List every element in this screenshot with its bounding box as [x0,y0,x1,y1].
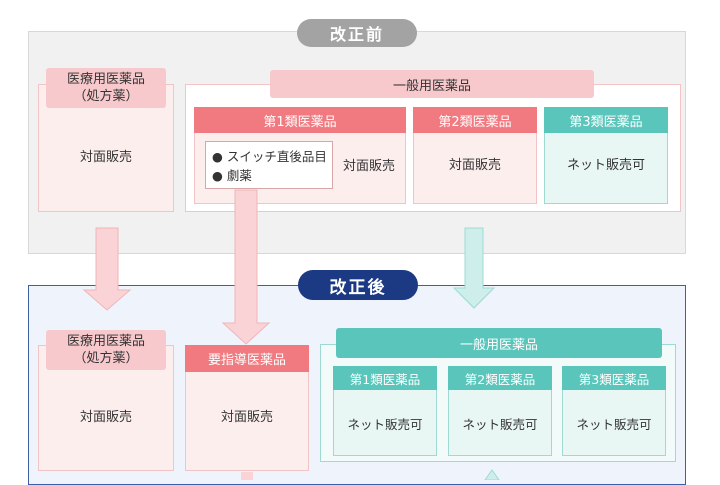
before-class1-sales: 対面販売 [342,158,395,174]
before-rx-sales: 対面販売 [79,149,132,165]
before-class2-sales: 対面販売 [448,157,501,173]
after-class2-sales: ネット販売可 [462,416,538,432]
before-class1-note: ● スイッチ直後品目 ● 劇薬 [205,141,333,189]
before-class2-title: 第2類医薬品 [413,107,537,133]
after-guidance-title: 要指導医薬品 [185,345,309,372]
before-rx-title: 医療用医薬品 （処方薬） [46,68,166,108]
before-rx-title-line2: （処方薬） [73,89,139,104]
after-class1-sales: ネット販売可 [347,416,423,432]
after-label: 改正後 [298,270,418,300]
after-class1-title: 第1類医薬品 [333,366,437,390]
after-guidance-sales: 対面販売 [220,409,273,425]
note-item: ● 劇薬 [212,168,252,183]
before-label: 改正前 [297,19,417,47]
arrow-class1-to-guidance [221,189,271,345]
before-general-title: 一般用医薬品 [270,70,594,98]
before-class3-sales: ネット販売可 [566,157,645,173]
note-item: ● スイッチ直後品目 [212,149,327,164]
after-rx-sales: 対面販売 [79,409,132,425]
arrow-general [452,227,496,309]
before-class1-title: 第1類医薬品 [194,107,406,133]
arrow-bottom-general [484,469,500,480]
after-class3-sales: ネット販売可 [576,416,652,432]
after-class2-title: 第2類医薬品 [448,366,552,390]
before-class3-title: 第3類医薬品 [544,107,668,133]
after-class3-title: 第3類医薬品 [562,366,666,390]
before-rx-title-line1: 医療用医薬品 [66,72,145,87]
after-rx-title-line2: （処方薬） [73,351,139,366]
after-rx-title-line1: 医療用医薬品 [66,334,145,349]
arrow-bottom-guidance [241,472,253,480]
after-general-title: 一般用医薬品 [336,328,662,358]
after-rx-title: 医療用医薬品 （処方薬） [46,330,166,370]
arrow-rx [82,227,132,311]
